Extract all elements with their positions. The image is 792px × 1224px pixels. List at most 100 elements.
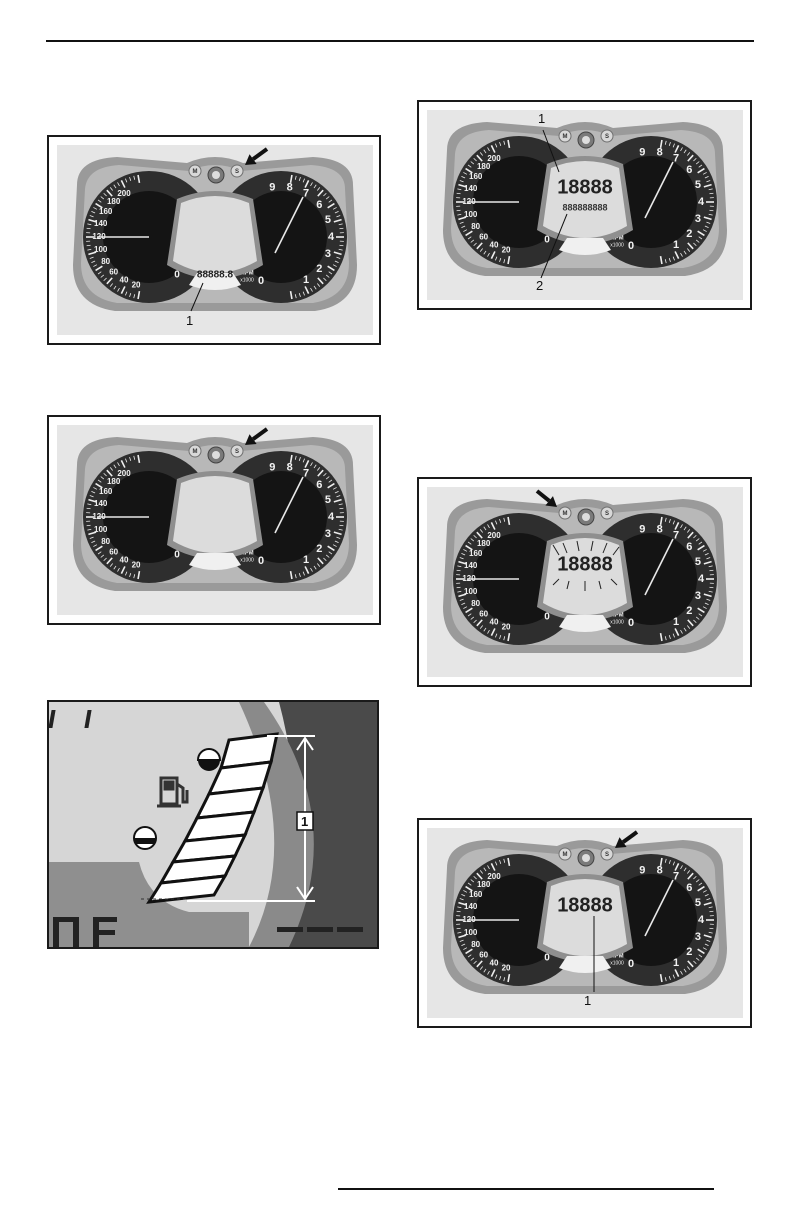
speed-tick-label: 160 — [469, 549, 483, 558]
speed-tick-label: 20 — [502, 622, 511, 631]
rpm-tick-label: 5 — [695, 556, 701, 568]
fuel-gauge-closeup — [49, 702, 377, 947]
rpm-tick-label: 7 — [673, 871, 679, 883]
rpm-tick-label: 3 — [695, 931, 701, 943]
speed-tick-label: 0 — [544, 953, 550, 964]
pointer-arrow — [615, 830, 639, 848]
speed-tick-label: 140 — [464, 561, 478, 570]
rpm-needle — [644, 161, 674, 219]
rpm-tick-label: 6 — [316, 479, 322, 491]
speed-tick-label: 160 — [469, 890, 483, 899]
speed-tick-label: 100 — [464, 928, 478, 937]
speed-tick-label: 20 — [502, 245, 511, 254]
speed-tick-label: 140 — [464, 184, 478, 193]
fuel-segments — [146, 732, 279, 904]
speed-tick-label: 80 — [101, 257, 110, 266]
set-button[interactable] — [600, 847, 614, 861]
rpm-tick-label: 4 — [698, 573, 705, 585]
rpm-tick-label: 7 — [673, 530, 679, 542]
callout-1: 1 — [186, 313, 194, 328]
rpm-tick-label: 1 — [303, 554, 309, 566]
blink-indicator-lines — [552, 540, 620, 591]
mode-button-label: M — [563, 134, 568, 140]
leader-line — [542, 129, 560, 173]
rpm-tick-label: 1 — [303, 274, 309, 286]
rpm-tick-label: 6 — [686, 882, 692, 894]
rpm-tick-label: 1 — [673, 616, 679, 628]
rpm-tick-label: 2 — [316, 543, 322, 555]
rpm-tick-label: 4 — [328, 231, 335, 243]
rpm-tick-label: 5 — [695, 179, 701, 191]
rpm-label: RPM — [240, 551, 253, 557]
set-button[interactable] — [600, 506, 614, 520]
rpm-tick-label: 6 — [686, 541, 692, 553]
callout-1: 1 — [301, 814, 309, 829]
mode-button-label: M — [193, 169, 198, 175]
rpm-tick-label: 5 — [325, 494, 331, 506]
footer-rule — [338, 1188, 714, 1190]
rpm-tick-label: 2 — [686, 946, 692, 958]
set-button[interactable] — [230, 164, 244, 178]
lcd-display — [543, 879, 627, 956]
rpm-needle — [274, 476, 304, 534]
figure-5: 2040608010012014016018020001234567890RPM… — [417, 477, 752, 687]
speed-tick-label: 0 — [174, 550, 180, 561]
speed-tick-label: 80 — [471, 599, 480, 608]
speed-tick-label: 180 — [477, 162, 491, 171]
rpm-tick-label: 9 — [639, 524, 645, 536]
rpm-label: RPM — [610, 954, 623, 960]
speed-tick-label: 180 — [107, 197, 121, 206]
instrument-cluster: 2040608010012014016018020001234567890RPM… — [427, 110, 743, 300]
speed-tick-label: 200 — [487, 872, 501, 881]
speed-tick-label: 0 — [174, 270, 180, 281]
speed-tick-label: 40 — [120, 555, 129, 564]
rpm-tick-label: 7 — [303, 188, 309, 200]
speed-tick-label: 100 — [464, 210, 478, 219]
rpm-tick-label: 7 — [673, 153, 679, 165]
lcd-display — [173, 196, 257, 273]
lcd-display — [173, 476, 257, 553]
speed-tick-label: 40 — [490, 617, 499, 626]
rpm-label: RPM — [610, 613, 623, 619]
rpm-tick-label: 0 — [628, 958, 634, 970]
mode-button[interactable] — [558, 129, 572, 143]
mode-button[interactable] — [188, 164, 202, 178]
mode-button[interactable] — [558, 847, 572, 861]
pointer-arrow — [535, 489, 557, 507]
rpm-tick-label: 7 — [303, 468, 309, 480]
odometer-digits: 88888.8 — [197, 270, 234, 281]
rpm-tick-label: 9 — [269, 182, 275, 194]
rpm-tick-label: 8 — [287, 462, 293, 474]
rpm-tick-label: 1 — [673, 239, 679, 251]
leader-line — [540, 213, 568, 279]
speed-tick-label: 160 — [469, 172, 483, 181]
rpm-tick-label: 0 — [258, 275, 264, 287]
lcd-display — [543, 538, 627, 615]
mode-button[interactable] — [558, 506, 572, 520]
mode-button-label: M — [563, 511, 568, 517]
speed-tick-label: 20 — [502, 963, 511, 972]
speed-tick-label: 0 — [544, 612, 550, 623]
speed-tick-label: 20 — [132, 280, 141, 289]
rpm-tick-label: 8 — [657, 865, 663, 877]
speed-tick-label: 140 — [94, 499, 108, 508]
rpm-tick-label: 0 — [258, 555, 264, 567]
rpm-needle — [644, 879, 674, 937]
set-button-label: S — [605, 134, 609, 140]
rpm-tick-label: 9 — [639, 865, 645, 877]
speed-tick-label: 0 — [544, 235, 550, 246]
figure-4: 2040608010012014016018020001234567890RPM… — [417, 100, 752, 310]
rpm-tick-label: 4 — [328, 511, 335, 523]
set-button[interactable] — [230, 444, 244, 458]
rpm-tick-label: 0 — [628, 617, 634, 629]
speed-tick-label: 100 — [94, 525, 108, 534]
speed-tick-label: 100 — [464, 587, 478, 596]
figure-2: 2040608010012014016018020001234567890RPM… — [47, 415, 381, 625]
rpm-needle — [644, 538, 674, 596]
callout-1: 1 — [584, 993, 592, 1008]
rpm-tick-label: 8 — [657, 524, 663, 536]
set-button[interactable] — [600, 129, 614, 143]
callout-2: 2 — [536, 278, 544, 293]
lcd-display — [543, 161, 627, 238]
mode-button[interactable] — [188, 444, 202, 458]
